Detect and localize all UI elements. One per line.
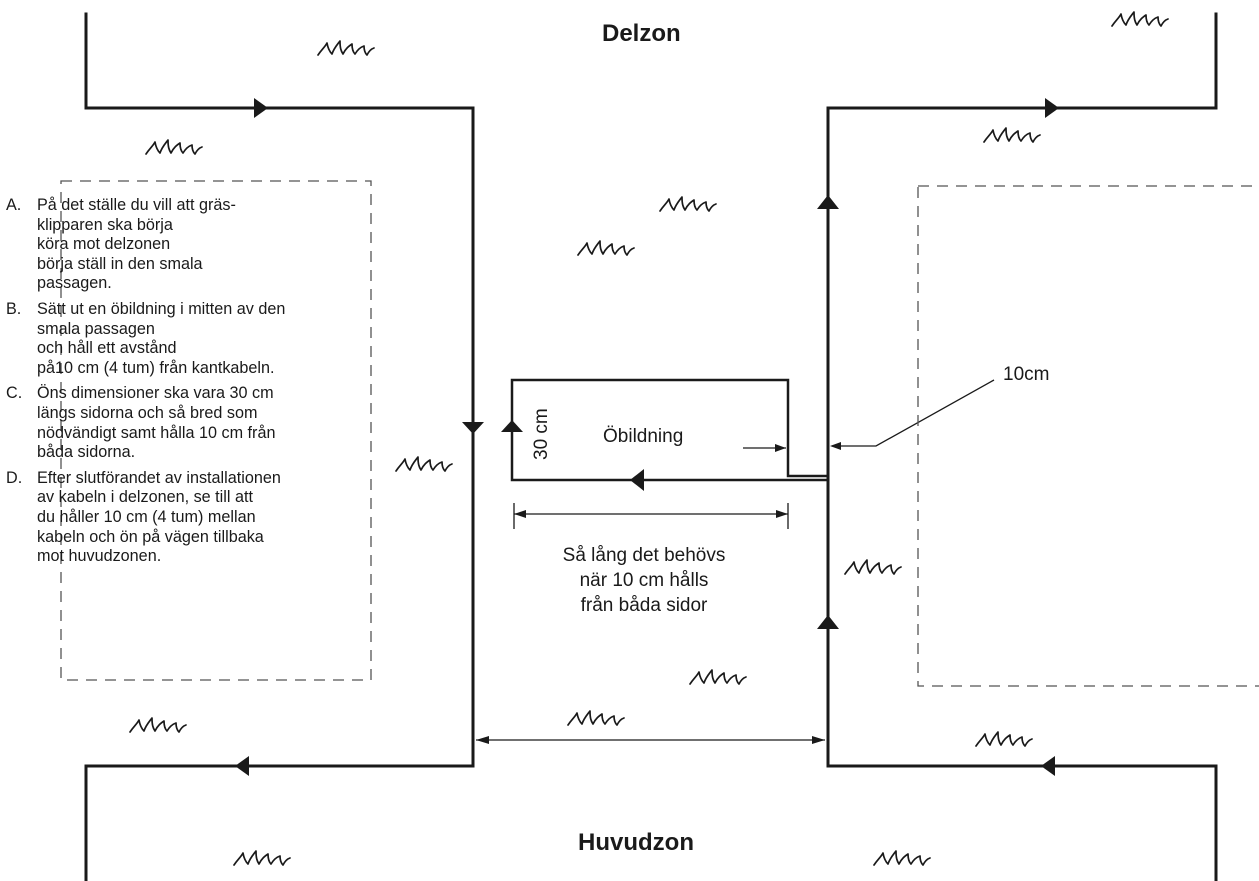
instruction-line: längs sidorna och så bred som <box>37 403 258 422</box>
passage-width-dimension <box>476 736 825 744</box>
instruction-line: du håller 10 cm (4 tum) mellan <box>37 507 256 526</box>
instruction-line: och håll ett avstånd <box>37 339 177 358</box>
right-dashed-area <box>917 185 1259 687</box>
island-length-dimension <box>513 503 789 529</box>
island-height-label: 30 cm <box>531 408 552 460</box>
svg-text:från båda sidor: från båda sidor <box>581 595 708 616</box>
instruction-letter: A. <box>6 196 22 214</box>
instructions-frame <box>60 180 372 681</box>
zone-title-huvudzon: Huvudzon <box>578 829 694 856</box>
gap-label: 10cm <box>1003 364 1049 385</box>
instruction-line: mot huvudzonen. <box>37 547 162 566</box>
boundary-wire <box>84 12 1218 881</box>
island-arrow-icon <box>501 420 644 491</box>
instruction-line: Efter slutförandet av installationen <box>37 468 281 487</box>
instruction-text: Efter slutförandet av installationen av … <box>37 469 362 567</box>
instruction-line: börja ställ in den smala <box>37 254 203 273</box>
length-note: Så lång det behövs när 10 cm hålls från … <box>563 545 726 616</box>
instruction-line: på10 cm (4 tum) från kantkabeln. <box>37 358 275 377</box>
instruction-line: köra mot delzonen <box>37 235 171 254</box>
instruction-line: På det ställe du vill att gräs- <box>37 196 236 214</box>
instruction-line: nödvändigt samt hålla 10 cm från <box>37 423 276 442</box>
svg-text:Så lång det behövs: Så lång det behövs <box>563 545 726 566</box>
gap-callout <box>743 379 995 452</box>
direction-arrow-icon <box>235 98 1059 776</box>
island-label: Öbildning <box>603 426 683 447</box>
instruction-line: båda sidorna. <box>37 443 136 462</box>
instruction-line: kabeln och ön på vägen tillbaka <box>37 527 264 546</box>
instruction-line: av kabeln i delzonen, se till att <box>37 488 253 507</box>
instruction-line: Öns dimensioner ska vara 30 cm <box>37 384 274 403</box>
instruction-line: passagen. <box>37 274 112 293</box>
instruction-letter: C. <box>6 384 23 403</box>
zone-title-delzon: Delzon <box>602 20 681 47</box>
instruction-b: B. Sätt ut en öbildning i mitten av den … <box>6 300 362 378</box>
instruction-letter: B. <box>6 299 22 318</box>
svg-text:när 10 cm hålls: när 10 cm hålls <box>580 570 709 591</box>
instruction-letter: D. <box>6 468 23 487</box>
instruction-text: På det ställe du vill att gräs- klippare… <box>37 196 362 294</box>
instruction-text: Öns dimensioner ska vara 30 cm längs sid… <box>37 384 362 462</box>
instructions-list: A. På det ställe du vill att gräs- klipp… <box>6 196 362 573</box>
instruction-text: Sätt ut en öbildning i mitten av den sma… <box>37 300 362 378</box>
instruction-line: Sätt ut en öbildning i mitten av den <box>37 299 286 318</box>
instruction-line: klipparen ska börja <box>37 215 173 234</box>
instruction-c: C. Öns dimensioner ska vara 30 cm längs … <box>6 384 362 462</box>
island-wire <box>510 378 828 482</box>
instruction-line: smala passagen <box>37 319 155 338</box>
instruction-d: D. Efter slutförandet av installationen … <box>6 469 362 567</box>
instruction-a: A. På det ställe du vill att gräs- klipp… <box>6 196 362 294</box>
